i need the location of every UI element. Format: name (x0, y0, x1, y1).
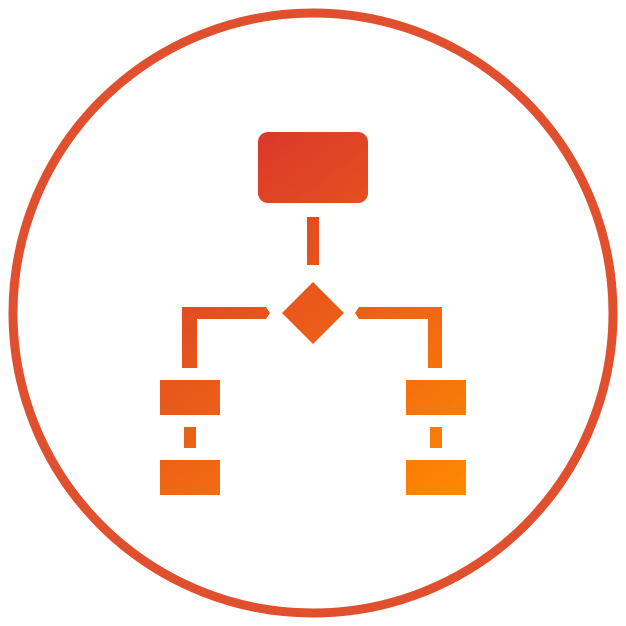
right-process-box-top (406, 380, 466, 415)
flowchart-shapes (160, 132, 466, 495)
decision-diamond (282, 282, 344, 344)
left-process-box-top (160, 380, 220, 415)
right-process-box-bottom (406, 460, 466, 495)
right-branch-connector (355, 307, 442, 368)
right-column-connector (430, 427, 442, 448)
left-column-connector (184, 427, 196, 448)
top-connector (307, 217, 319, 265)
outer-ring (8, 8, 618, 618)
top-process-box (258, 132, 368, 203)
left-branch-connector (182, 307, 270, 368)
left-process-box-bottom (160, 460, 220, 495)
